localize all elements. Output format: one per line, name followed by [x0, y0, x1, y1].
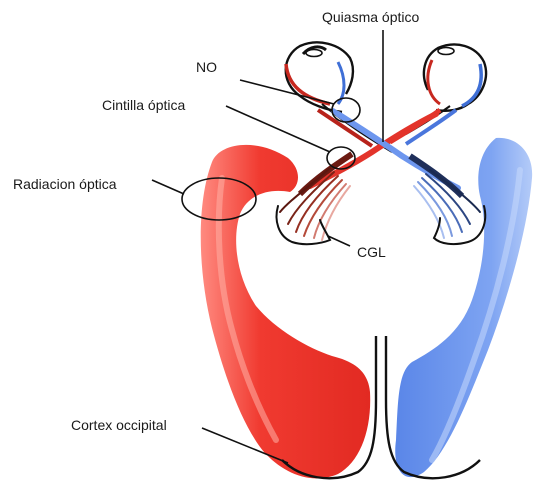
optic-radiation-label: Radiacion óptica: [13, 176, 117, 192]
lgn-leader: [328, 236, 350, 246]
chiasm-red-crossing: [310, 114, 436, 186]
cortex-label: Cortex occipital: [71, 417, 167, 433]
chiasm-label: Quiasma óptico: [322, 9, 419, 25]
right-eye: [424, 44, 486, 110]
optic-tract-label: Cintilla óptica: [102, 97, 185, 113]
optic-nerve-label: NO: [196, 59, 217, 75]
lgn-label: CGL: [357, 244, 386, 260]
left-eye: [286, 42, 353, 112]
optic-radiation-leader: [152, 180, 184, 194]
